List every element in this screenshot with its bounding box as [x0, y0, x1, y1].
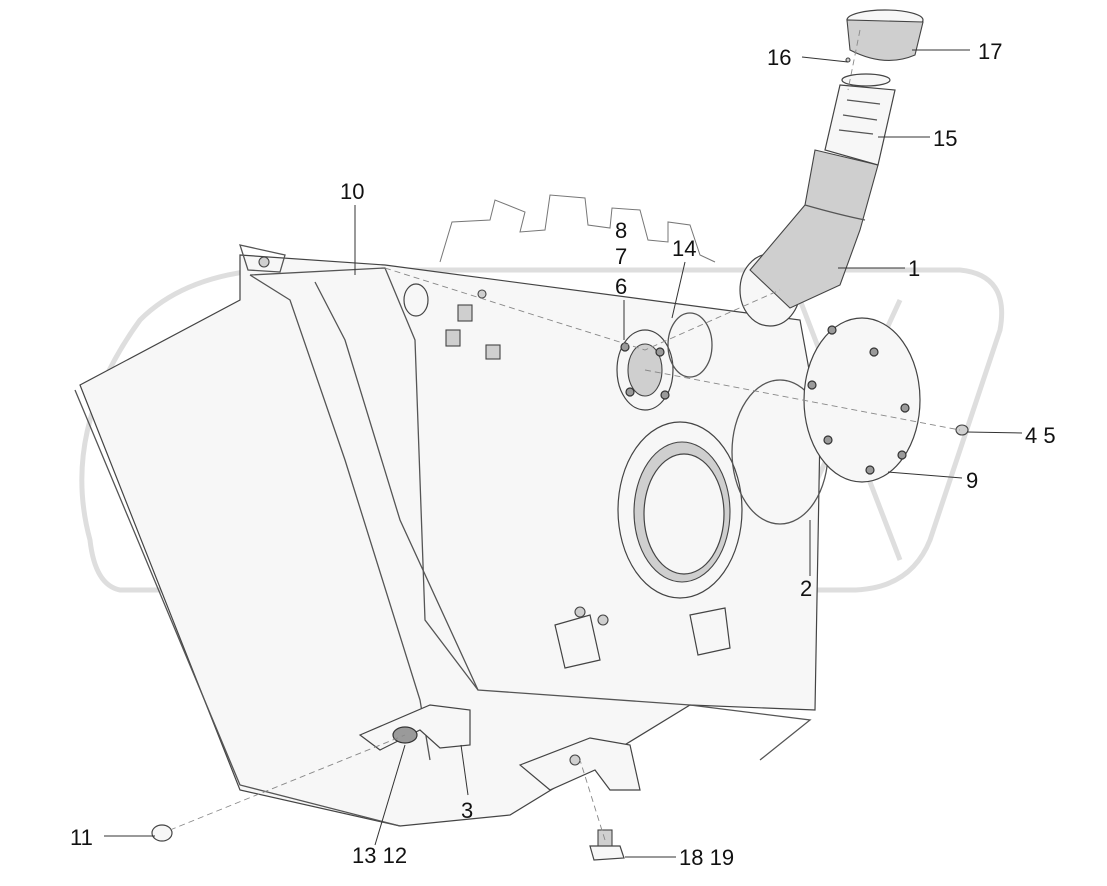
callout-4-5: 4 5: [1025, 423, 1056, 448]
cover-plate: [803, 317, 921, 483]
bottom-brackets: [358, 704, 641, 791]
callout-17: 17: [978, 39, 1002, 64]
gear-outline: [439, 194, 716, 263]
callout-18-19: 18 19: [679, 845, 734, 870]
callout-2: 2: [800, 576, 812, 601]
callout-16: 16: [767, 45, 791, 70]
leader-lines: [104, 49, 1023, 858]
filler-neck-assembly: [739, 9, 924, 327]
callout-1: 1: [908, 256, 920, 281]
callout-11: 11: [70, 825, 93, 850]
callout-10: 10: [340, 179, 364, 204]
callout-3: 3: [461, 798, 473, 823]
callout-13-12: 13 12: [352, 843, 407, 868]
body-top-fittings: [403, 283, 501, 360]
large-opening: [617, 421, 743, 599]
callout-6: 6: [615, 274, 627, 299]
callout-8: 8: [615, 218, 627, 243]
callout-15: 15: [933, 126, 957, 151]
side-clamps: [554, 606, 731, 669]
callout-labels: 1 2 3 4 5 6 7 8 9 10 11 13 12 14 15 16 1…: [70, 39, 1056, 870]
callout-14: 14: [672, 236, 696, 261]
assembly-axes: [169, 29, 961, 841]
callout-9: 9: [966, 468, 978, 493]
callout-7: 7: [615, 244, 627, 269]
